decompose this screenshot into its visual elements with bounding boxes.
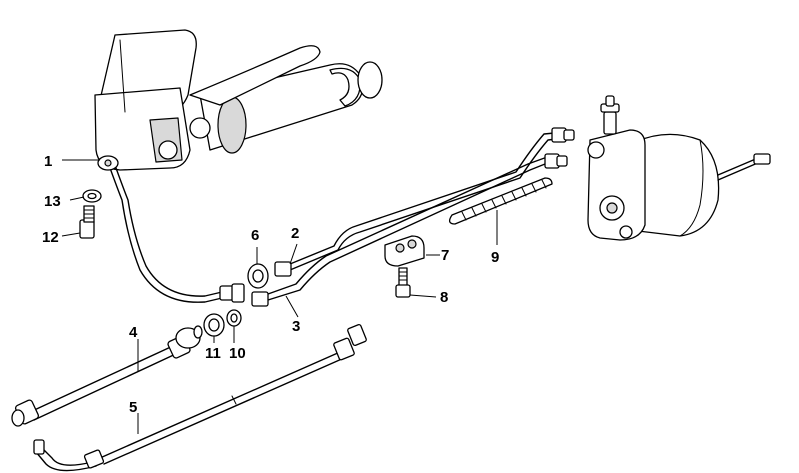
grommet-11 bbox=[203, 313, 225, 337]
brake-pipe-3 bbox=[251, 153, 568, 307]
callout-2: 2 bbox=[291, 225, 299, 242]
callout-3: 3 bbox=[292, 318, 300, 335]
callout-9: 9 bbox=[491, 249, 499, 266]
callout-11: 11 bbox=[205, 345, 221, 362]
leader-lines bbox=[61, 159, 498, 434]
callout-7: 7 bbox=[441, 247, 449, 264]
callout-13: 13 bbox=[44, 193, 61, 210]
pipe-clamp-7 bbox=[384, 235, 425, 267]
grommet-6 bbox=[247, 263, 269, 289]
brake-hose-part-1 bbox=[97, 155, 245, 303]
callout-6: 6 bbox=[251, 227, 259, 244]
callout-4: 4 bbox=[129, 324, 138, 341]
callout-10: 10 bbox=[229, 345, 246, 362]
callout-5: 5 bbox=[129, 399, 137, 416]
brake-caliper-assembly bbox=[587, 95, 771, 241]
callout-1: 1 bbox=[44, 153, 52, 170]
callout-labels: 1 13 12 6 2 7 9 8 3 4 11 10 5 bbox=[42, 153, 499, 416]
clamp-screw-8 bbox=[395, 267, 411, 298]
callout-12: 12 bbox=[42, 229, 59, 246]
brake-pipe-2 bbox=[274, 127, 575, 277]
handlebar-master-cylinder bbox=[94, 29, 383, 171]
brake-hose-5 bbox=[33, 323, 367, 472]
brake-hose-4 bbox=[11, 325, 203, 427]
sealing-washer-13 bbox=[82, 189, 102, 203]
washer-10 bbox=[226, 309, 242, 327]
spiral-sleeve-9 bbox=[448, 177, 553, 225]
banjo-bolt-12 bbox=[79, 205, 95, 239]
callout-8: 8 bbox=[440, 289, 448, 306]
